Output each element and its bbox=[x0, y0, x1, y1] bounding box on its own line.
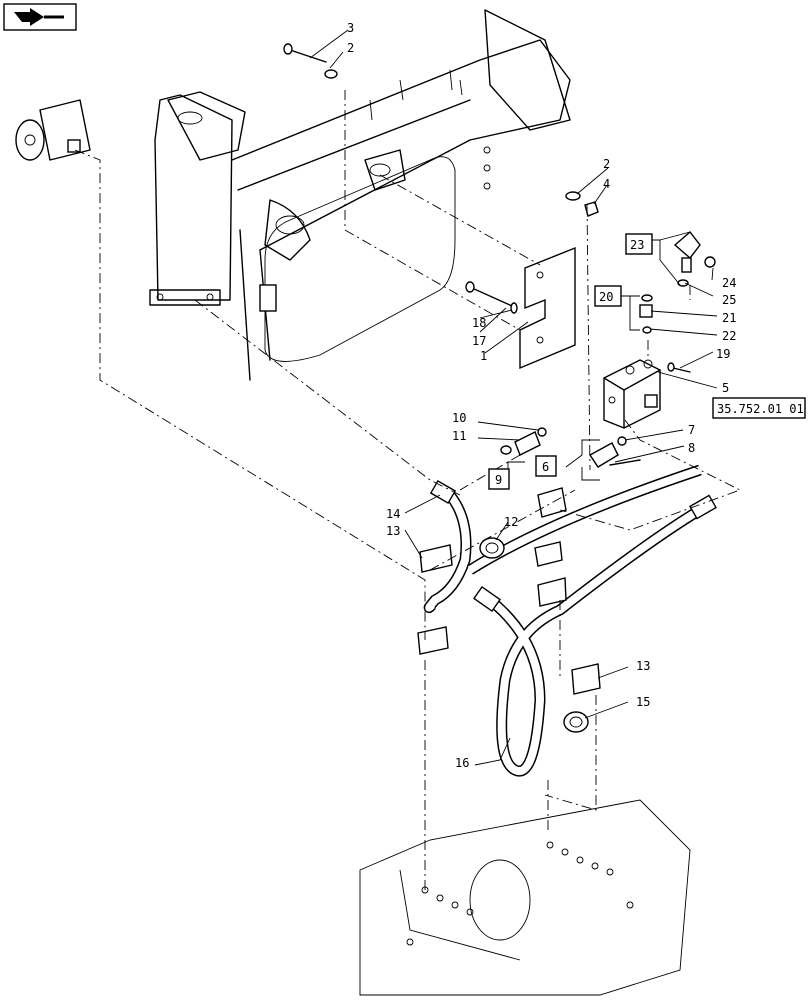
clamp-13-middle bbox=[534, 487, 567, 607]
svg-text:35.752.01 01: 35.752.01 01 bbox=[717, 402, 804, 416]
washer-nut-set bbox=[565, 191, 599, 217]
leader-lines bbox=[309, 29, 718, 766]
callout-3: 3 bbox=[347, 21, 354, 35]
svg-text:20: 20 bbox=[599, 290, 613, 304]
callout-5: 5 bbox=[722, 381, 729, 395]
hydraulic-tank bbox=[359, 799, 691, 996]
fitting-6 bbox=[588, 436, 641, 468]
callout-25: 25 bbox=[722, 293, 736, 307]
reference-link-box[interactable]: 35.752.01 01 bbox=[712, 397, 806, 419]
callout-13-lower: 13 bbox=[636, 659, 650, 673]
return-arrow-icon bbox=[14, 8, 64, 26]
callout-13: 13 bbox=[386, 524, 400, 538]
boxed-callout-20: 20 bbox=[594, 285, 622, 307]
callout-16: 16 bbox=[455, 756, 469, 770]
callout-2: 2 bbox=[347, 41, 354, 55]
clamp-13-upper bbox=[419, 544, 453, 573]
callout-7: 7 bbox=[688, 423, 695, 437]
callout-8: 8 bbox=[688, 441, 695, 455]
callout-24: 24 bbox=[722, 276, 736, 290]
mounting-plate bbox=[519, 246, 576, 370]
elbow-fitting-23 bbox=[673, 230, 716, 287]
group-bracket-20 bbox=[620, 295, 640, 331]
callout-14: 14 bbox=[386, 507, 400, 521]
hydraulic-pump bbox=[15, 99, 91, 161]
svg-text:9: 9 bbox=[495, 473, 502, 487]
group-bracket-23 bbox=[652, 231, 691, 286]
return-arrow-button[interactable] bbox=[3, 3, 77, 31]
fitting-20 bbox=[639, 294, 653, 334]
bolt-18 bbox=[465, 281, 518, 314]
callout-22: 22 bbox=[722, 329, 736, 343]
callout-15: 15 bbox=[636, 695, 650, 709]
bolt-3 bbox=[283, 43, 338, 79]
callout-4: 4 bbox=[603, 177, 610, 191]
svg-text:6: 6 bbox=[542, 460, 549, 474]
callout-18: 18 bbox=[472, 316, 486, 330]
hose-16 bbox=[472, 494, 717, 777]
valve-block bbox=[603, 359, 661, 429]
bolt-19 bbox=[667, 362, 691, 373]
grommet-15 bbox=[563, 711, 589, 733]
callout-10: 10 bbox=[452, 411, 466, 425]
group-bracket-6 bbox=[565, 439, 600, 481]
callout-12: 12 bbox=[504, 515, 518, 529]
svg-text:23: 23 bbox=[630, 238, 644, 252]
chassis-frame bbox=[149, 9, 571, 381]
callout-1: 1 bbox=[480, 349, 487, 363]
group-bracket-9 bbox=[507, 461, 525, 470]
fitting-9 bbox=[500, 427, 547, 456]
clamp-13-lower bbox=[417, 626, 601, 695]
callout-2-lower: 2 bbox=[603, 157, 610, 171]
boxed-callout-6: 6 bbox=[535, 455, 557, 477]
callout-19: 19 bbox=[716, 347, 730, 361]
grommet-12 bbox=[479, 537, 505, 559]
callout-11: 11 bbox=[452, 429, 466, 443]
callout-21: 21 bbox=[722, 311, 736, 325]
boxed-callout-23: 23 bbox=[625, 233, 653, 255]
callout-17: 17 bbox=[472, 334, 486, 348]
boxed-callout-9: 9 bbox=[488, 468, 510, 490]
assembly-lines bbox=[74, 90, 742, 890]
